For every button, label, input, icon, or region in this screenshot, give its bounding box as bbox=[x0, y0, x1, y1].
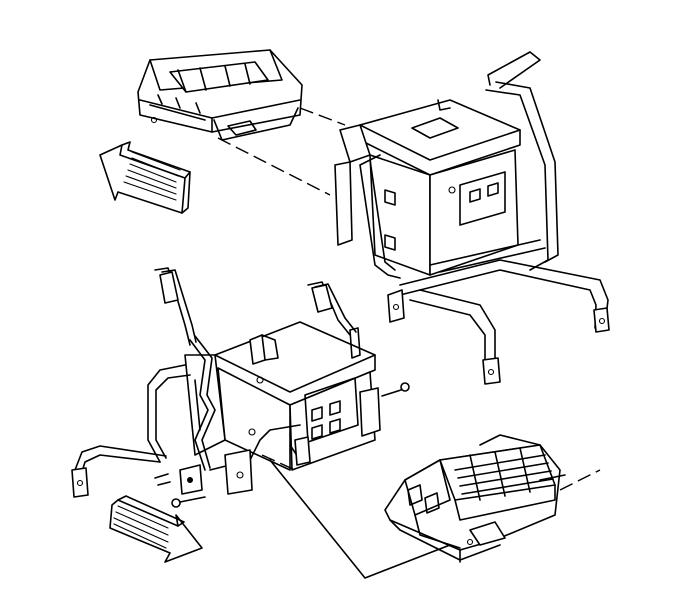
direction-arrow-left-icon bbox=[99, 141, 191, 214]
bolt-icon bbox=[171, 496, 206, 508]
lower-bracket-assembly bbox=[71, 267, 381, 498]
leader-line-lower-2 bbox=[261, 454, 296, 471]
upper-module bbox=[137, 49, 303, 141]
leader-line-lower bbox=[559, 469, 601, 491]
bolt-icon bbox=[381, 382, 410, 397]
lower-module bbox=[384, 434, 566, 563]
direction-arrow-right-icon bbox=[109, 495, 203, 563]
connector-line bbox=[269, 459, 451, 579]
upper-bracket-assembly bbox=[334, 51, 610, 385]
